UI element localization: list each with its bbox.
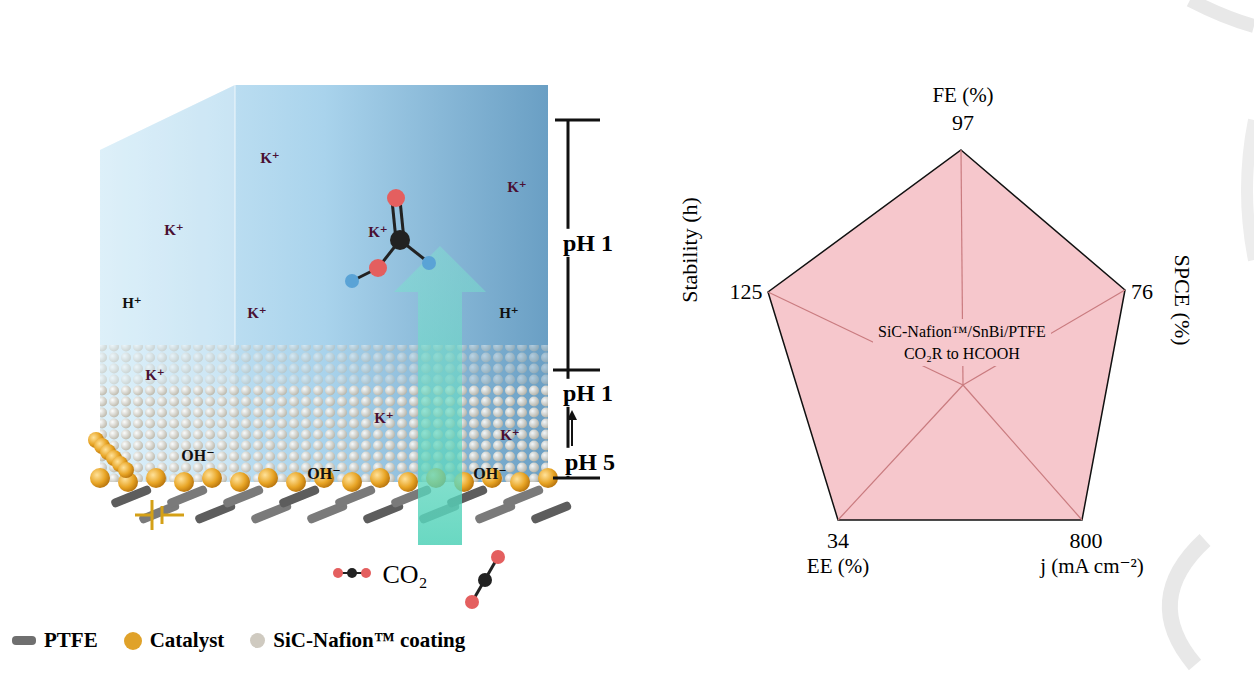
catalyst-sphere xyxy=(510,472,530,492)
axis-label: 800 xyxy=(1070,529,1103,553)
axis-label: SPCE (%) xyxy=(1170,254,1194,345)
ion-label: K⁺ xyxy=(507,179,527,196)
radar-pentagon xyxy=(768,150,1125,520)
legend-item: SiC-Nafion™ coating xyxy=(250,628,465,653)
battery-symbol xyxy=(135,500,184,530)
axis-label: j (mA cm⁻²) xyxy=(1040,555,1144,578)
axis-label: 125 xyxy=(730,280,763,304)
legend-text: PTFE xyxy=(44,628,98,653)
legend-swatch xyxy=(12,636,36,645)
catalyst-sphere xyxy=(174,472,194,492)
ion-label: K⁺ xyxy=(374,410,394,427)
ph-arrow xyxy=(567,410,577,446)
catalyst-particles xyxy=(88,432,558,492)
ion-label: K⁺ xyxy=(260,150,280,167)
axis-label: CO₂ xyxy=(382,561,427,590)
co2-molecule xyxy=(333,568,371,578)
catalyst-sphere xyxy=(230,472,250,492)
catalyst-sphere xyxy=(342,472,362,492)
legend: PTFE Catalyst SiC-Nafion™ coating xyxy=(12,628,491,653)
ion-label: K⁺ xyxy=(247,305,267,322)
catalyst-sphere xyxy=(398,472,418,492)
node-text: SiC-Nafion™/SnBi/PTFE xyxy=(878,321,1046,343)
electrolyte-box xyxy=(100,85,548,482)
ptfe-rod xyxy=(530,500,572,524)
ion-label: K⁺ xyxy=(145,367,165,384)
ion-label: K⁺ xyxy=(500,427,520,444)
ion-label: OH⁻ xyxy=(181,447,214,465)
legend-swatch xyxy=(250,633,265,648)
ion-label: K⁺ xyxy=(368,224,388,241)
catalyst-sphere xyxy=(286,472,306,492)
legend-text: Catalyst xyxy=(150,628,225,653)
ph-label: pH 1 xyxy=(560,229,616,257)
flow-arrow xyxy=(394,246,486,545)
formic-acid-molecule xyxy=(345,189,436,288)
ph-bracket xyxy=(553,120,600,478)
radar-spokes xyxy=(768,150,1125,520)
catalyst-sphere xyxy=(370,468,390,488)
axis-label: 76 xyxy=(1131,280,1153,304)
ion-label: H⁺ xyxy=(122,295,142,312)
coating-layer xyxy=(100,345,548,385)
ph-label: pH 1 xyxy=(560,379,616,407)
coating-layer xyxy=(100,385,548,482)
ion-label: K⁺ xyxy=(164,222,184,239)
axis-label: EE (%) xyxy=(807,555,869,578)
ph-label: pH 5 xyxy=(562,448,618,476)
node-text: CO₂R to HCOOH xyxy=(878,343,1046,365)
decor-arc xyxy=(1190,0,1254,26)
legend-text: SiC-Nafion™ coating xyxy=(273,628,465,653)
axis-label: Stability (h) xyxy=(678,197,702,303)
decor-arc xyxy=(1247,120,1254,260)
axis-label: 97 xyxy=(952,111,974,135)
legend-item: PTFE xyxy=(12,628,98,653)
radar-center-label: SiC-Nafion™/SnBi/PTFECO₂R to HCOOH xyxy=(873,319,1051,366)
decor-arc xyxy=(1170,540,1205,665)
catalyst-sphere xyxy=(202,468,222,488)
ion-label: OH⁻ xyxy=(473,465,506,483)
legend-item: Catalyst xyxy=(124,628,225,653)
ion-label: OH⁻ xyxy=(307,465,340,483)
box-edge xyxy=(234,85,236,345)
catalyst-sphere xyxy=(146,468,166,488)
catalyst-sphere xyxy=(90,468,110,488)
catalyst-sphere xyxy=(258,468,278,488)
axis-label: 34 xyxy=(827,529,849,553)
ion-label: H⁺ xyxy=(499,305,519,322)
co2-molecule xyxy=(465,550,505,609)
axis-label: FE (%) xyxy=(932,84,993,107)
catalyst-sphere xyxy=(118,462,134,478)
legend-swatch xyxy=(124,632,142,650)
